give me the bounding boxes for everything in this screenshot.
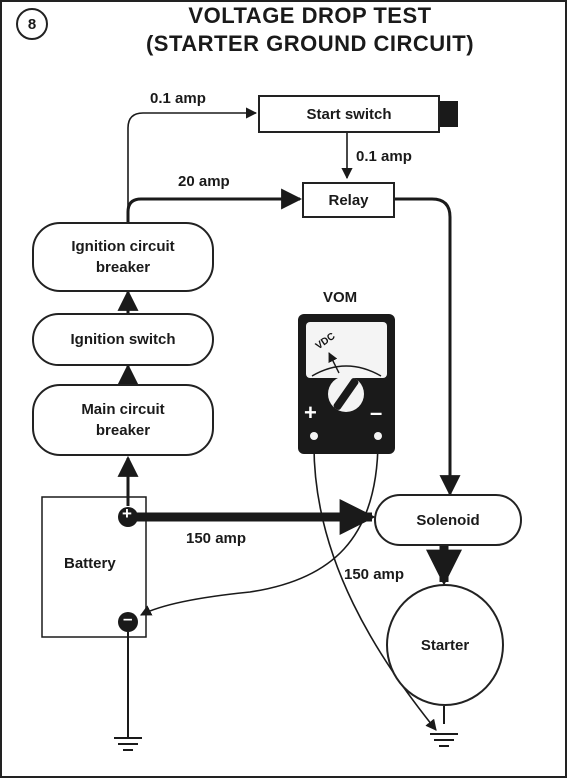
current-label-battery-to-solenoid: 150 amp bbox=[186, 530, 247, 547]
ignition-circuit-breaker-label-2: breaker bbox=[95, 259, 151, 276]
wire-ignition-breaker-to-relay bbox=[126, 188, 303, 222]
vom-minus-sign: – bbox=[370, 400, 383, 425]
wire-relay-to-solenoid bbox=[395, 197, 461, 497]
main-circuit-breaker-label-2: breaker bbox=[95, 422, 151, 439]
ignition-circuit-breaker: Ignition circuit breaker bbox=[32, 222, 214, 292]
battery-negative-sign: – bbox=[123, 609, 133, 628]
wire-ignition-breaker-to-start-switch bbox=[127, 107, 258, 222]
current-label-start-switch-to-relay: 0.1 amp bbox=[356, 148, 412, 165]
solenoid: Solenoid bbox=[374, 494, 522, 546]
vom-positive-lead bbox=[313, 439, 437, 731]
start-switch-button bbox=[440, 101, 458, 127]
step-number-badge: 8 bbox=[16, 8, 48, 40]
relay-box: Relay bbox=[302, 182, 395, 218]
start-switch-box: Start switch bbox=[258, 95, 440, 133]
vom-label: VOM bbox=[323, 289, 358, 306]
battery-box bbox=[41, 496, 147, 638]
battery-positive-sign: + bbox=[122, 504, 132, 523]
main-circuit-breaker-label-1: Main circuit bbox=[81, 401, 165, 418]
ignition-switch: Ignition switch bbox=[32, 313, 214, 366]
ground-symbol-battery bbox=[114, 737, 142, 751]
battery-negative-terminal bbox=[118, 612, 138, 632]
battery-label: Battery bbox=[64, 555, 116, 572]
vom-meter bbox=[298, 314, 395, 454]
figure-title-line-2: (STARTER GROUND CIRCUIT) bbox=[145, 31, 475, 56]
current-label-to-start-switch: 0.1 amp bbox=[150, 90, 206, 107]
vom-negative-lead bbox=[140, 439, 379, 616]
figure-title-line-1: VOLTAGE DROP TEST bbox=[188, 3, 432, 28]
ignition-circuit-breaker-label-1: Ignition circuit bbox=[71, 238, 175, 255]
current-label-to-relay: 20 amp bbox=[178, 173, 230, 190]
starter: Starter bbox=[386, 584, 504, 706]
main-circuit-breaker: Main circuit breaker bbox=[32, 384, 214, 456]
ground-symbol-starter bbox=[430, 733, 458, 747]
vom-plus-sign: + bbox=[304, 400, 317, 425]
battery-positive-terminal bbox=[118, 507, 138, 527]
current-label-solenoid-to-starter: 150 amp bbox=[344, 566, 405, 583]
